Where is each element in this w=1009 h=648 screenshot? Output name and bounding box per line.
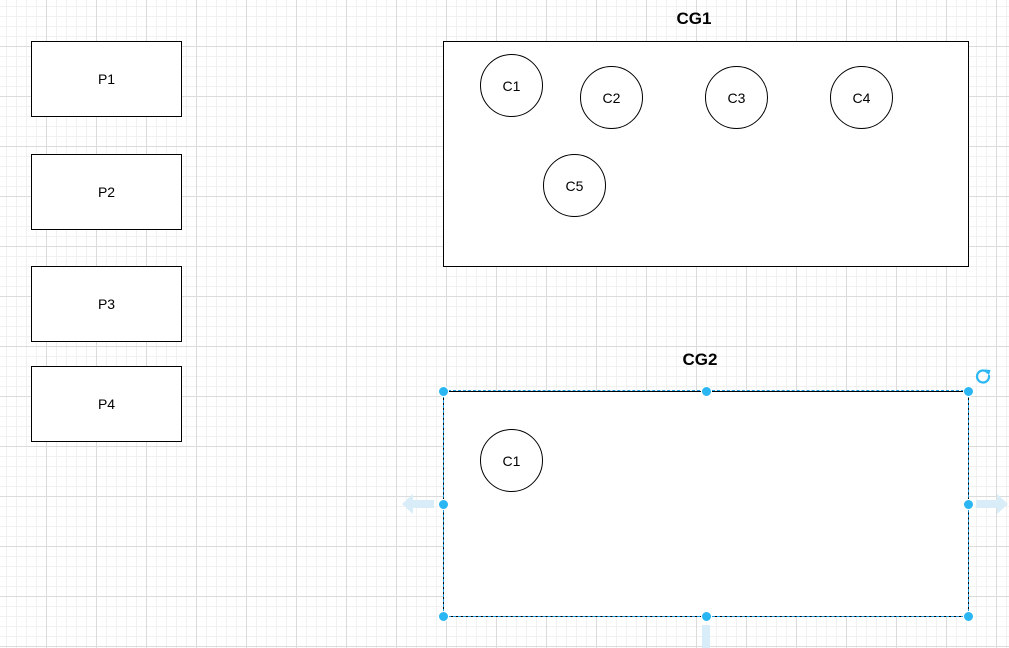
process-p3[interactable]: P3 [31,266,182,342]
resize-handle-bottom-left[interactable] [437,610,449,622]
process-p2[interactable]: P2 [31,154,182,230]
arrow-left-icon[interactable] [402,494,434,514]
group-title-cg1: CG1 [676,9,712,28]
arrow-down-icon[interactable] [700,625,712,648]
process-p1[interactable]: P1 [31,41,182,117]
circle-c2[interactable]: C2 [580,66,643,129]
circle-c1[interactable]: C1 [480,54,543,117]
rotate-icon[interactable] [974,367,992,385]
resize-handle-top-right[interactable] [962,385,974,397]
circle-c4[interactable]: C4 [830,66,893,129]
circle-label: C4 [852,89,871,106]
circle-label: C1 [502,452,521,469]
resize-handle-bottom-right[interactable] [962,610,974,622]
resize-handle-top-left[interactable] [437,385,449,397]
resize-handle-bottom[interactable] [700,610,712,622]
circle-c3[interactable]: C3 [705,66,768,129]
circle-label: C2 [602,89,621,106]
resize-handle-left[interactable] [437,498,449,510]
circle-c5[interactable]: C5 [543,154,606,217]
resize-handle-right[interactable] [962,498,974,510]
process-label: P3 [97,296,116,312]
circle-c1[interactable]: C1 [480,429,543,492]
circle-label: C5 [565,177,584,194]
process-label: P1 [97,71,116,87]
process-label: P4 [97,396,116,412]
group-cg2[interactable] [443,391,969,617]
process-p4[interactable]: P4 [31,366,182,442]
circle-label: C3 [727,89,746,106]
resize-handle-top[interactable] [700,385,712,397]
circle-label: C1 [502,77,521,94]
arrow-right-icon[interactable] [976,494,1008,514]
process-label: P2 [97,184,116,200]
group-title-cg2: CG2 [682,350,718,369]
